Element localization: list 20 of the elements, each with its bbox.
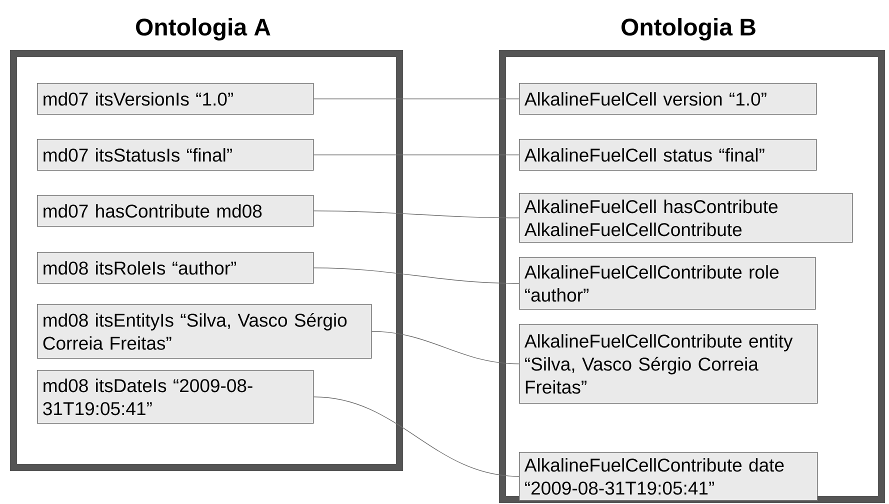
- connector-line: [371, 331, 520, 364]
- statement-box: AlkalineFuelCell version “1.0”: [519, 83, 817, 115]
- connector-line: [313, 154, 520, 156]
- statement-box: md07 hasContribute md08: [37, 195, 314, 227]
- connector-line: [313, 98, 520, 100]
- node-label: Ontologia B: [622, 18, 756, 40]
- node-label: Ontologia A: [136, 18, 270, 40]
- statement-box: md07 itsStatusIs “final”: [37, 139, 314, 171]
- statement-box: AlkalineFuelCellContribute role “author”: [519, 257, 816, 310]
- statement-box: AlkalineFuelCell status “final”: [519, 139, 817, 171]
- connector-line: [313, 210, 520, 218]
- statement-box: AlkalineFuelCellContribute entity “Silva, Vasco Sérgio Correia Freitas”: [519, 324, 818, 404]
- connector-line: [313, 396, 520, 477]
- statement-box: md08 itsRoleIs “author”: [37, 252, 314, 284]
- connector-line: [313, 268, 520, 284]
- statement-box: AlkalineFuelCellContribute date “2009-08-31T19:05:41”: [519, 452, 818, 501]
- statement-box: AlkalineFuelCell hasContribute AlkalineFuelCellContribute: [519, 193, 853, 243]
- statement-box: md08 itsEntityIs “Silva, Vasco Sérgio Correia Freitas”: [37, 304, 372, 359]
- statement-box: md08 itsDateIs “2009-08-31T19:05:41”: [37, 370, 314, 424]
- statement-box: md07 itsVersionIs “1.0”: [37, 83, 314, 115]
